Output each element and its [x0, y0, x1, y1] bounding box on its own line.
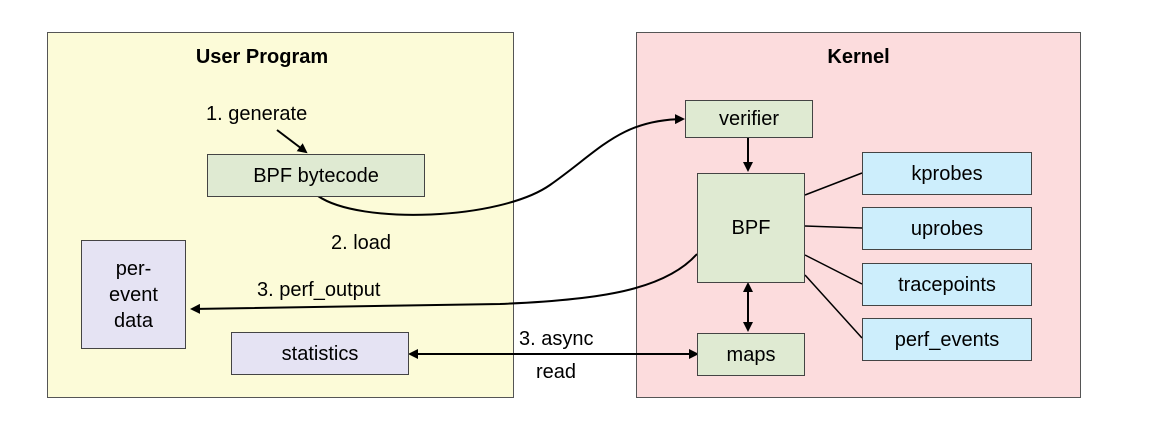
async-label: 3. async	[519, 328, 594, 350]
verifier-box: verifier	[685, 100, 813, 138]
statistics-box: statistics	[231, 332, 409, 375]
maps-box: maps	[697, 333, 805, 376]
tracepoints-box: tracepoints	[862, 263, 1032, 306]
per-event-data-box: per- event data	[81, 240, 186, 349]
kernel-title: Kernel	[827, 46, 890, 68]
kprobes-box: kprobes	[862, 152, 1032, 195]
bpf-box: BPF	[697, 173, 805, 283]
load-label: 2. load	[331, 232, 392, 254]
read-label: read	[536, 361, 577, 383]
bpf-bytecode-box: BPF bytecode	[207, 154, 425, 197]
generate-label: 1. generate	[206, 103, 308, 125]
perf-events-box: perf_events	[862, 318, 1032, 361]
perf-output-label: 3. perf_output	[257, 279, 381, 301]
uprobes-box: uprobes	[862, 207, 1032, 250]
user-program-title: User Program	[195, 46, 329, 68]
